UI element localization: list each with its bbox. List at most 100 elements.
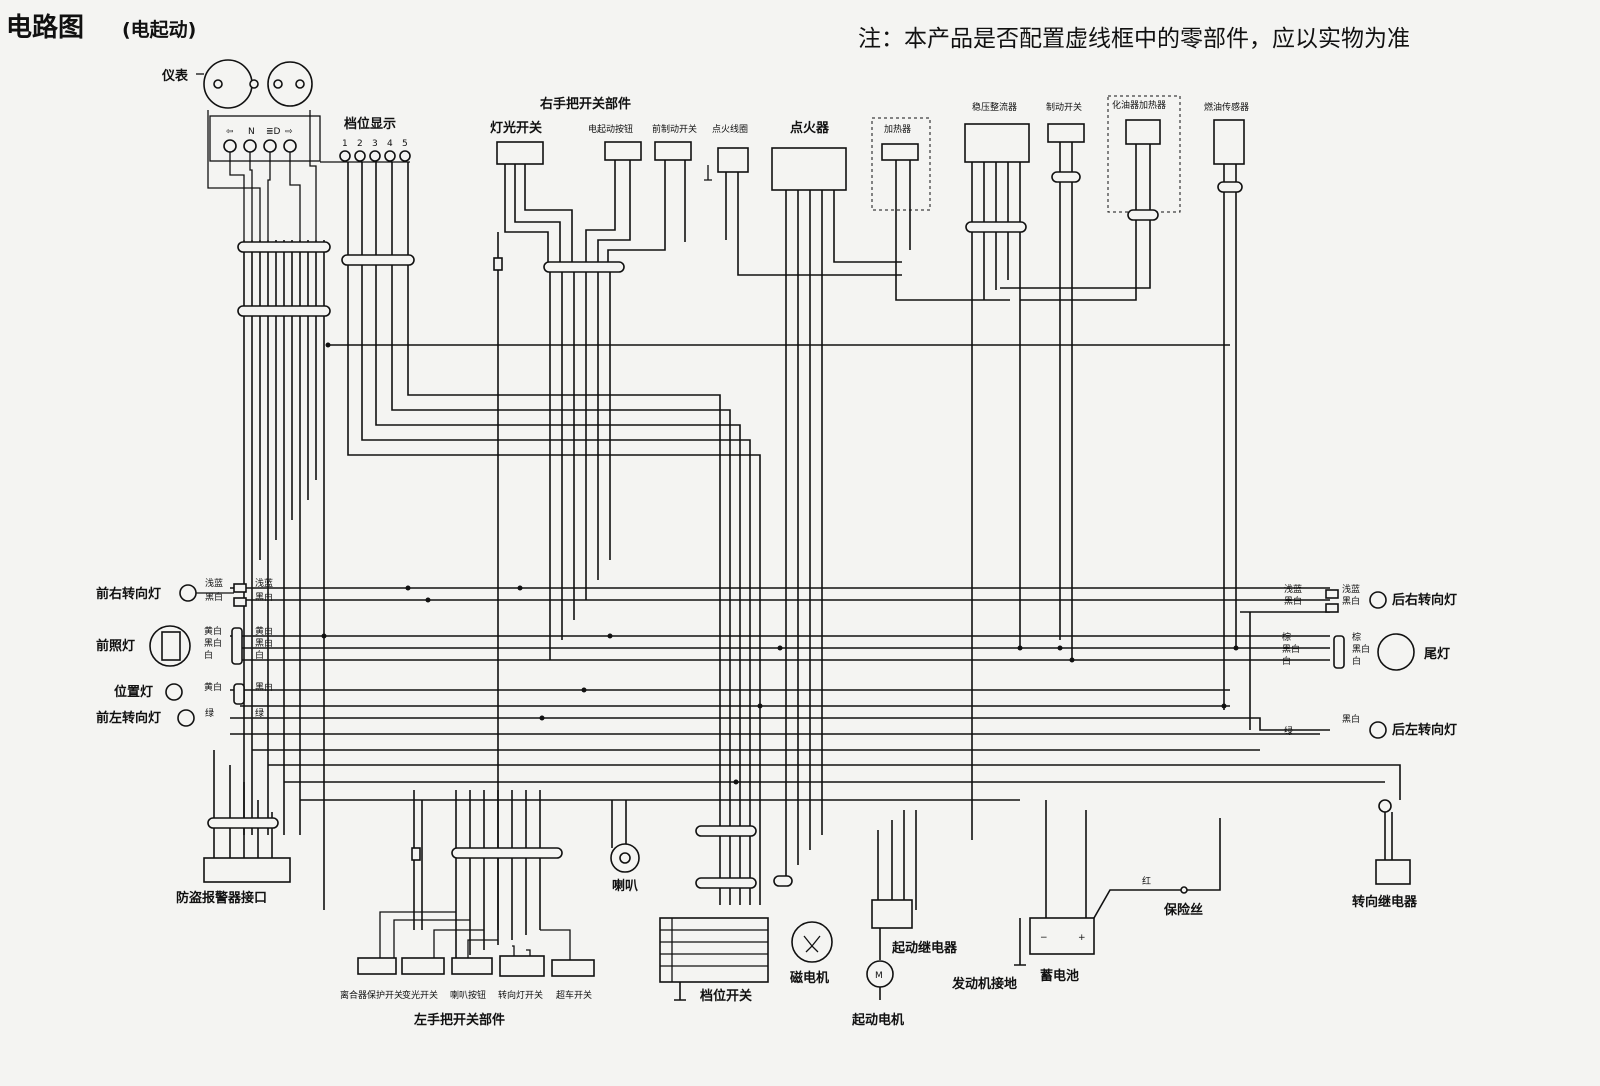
svg-text:黑白: 黑白 [1282, 643, 1300, 655]
start-relay [871, 899, 913, 929]
svg-text:黑白: 黑白 [1284, 595, 1302, 607]
junction-dots [321, 342, 1239, 785]
horn-button [451, 957, 493, 975]
left-handle-label: 左手把开关部件 [414, 1012, 505, 1028]
svg-text:⇨: ⇨ [285, 127, 293, 137]
svg-text:≣D: ≣D [266, 127, 281, 137]
diagram-subtitle: (电起动) [122, 18, 196, 41]
battery-label: 蓄电池 [1040, 968, 1079, 984]
carb-heater-label: 化油器加热器 [1112, 99, 1166, 111]
horizontal-wires [230, 344, 1401, 801]
svg-text:N: N [248, 127, 255, 137]
svg-text:M: M [875, 971, 883, 981]
tachometer-gauge [267, 61, 313, 107]
start-system: 起动继电器 M 起动电机 [851, 810, 958, 1028]
svg-text:1: 1 [342, 139, 348, 149]
svg-text:白: 白 [1352, 655, 1361, 667]
fuel-sensor-label: 燃油传感器 [1204, 101, 1249, 113]
rear-right-turn-label: 后右转向灯 [1392, 592, 1457, 608]
left-handle-switch-group: 离合器保护开关 变光开关 喇叭按钮 转向灯开关 超车开关 左手把开关部件 [340, 790, 595, 1028]
svg-text:黑白: 黑白 [255, 591, 273, 603]
svg-text:黑白: 黑白 [255, 681, 273, 693]
right-handle-switch-group: 右手把开关部件 灯光开关 电起动按钮 前制动开关 点火线圈 [490, 96, 902, 930]
heater-label: 加热器 [884, 123, 911, 135]
alarm-port-label: 防盗报警器接口 [176, 890, 267, 906]
svg-text:绿: 绿 [1284, 725, 1293, 737]
turn-relay [1375, 859, 1411, 885]
gear-switch-label: 档位开关 [700, 988, 752, 1004]
start-relay-label: 起动继电器 [891, 940, 958, 956]
igniter: 点火器 [771, 120, 902, 880]
svg-text:黑白: 黑白 [204, 637, 222, 649]
ignition-coil-label: 点火线圈 [712, 123, 748, 135]
headlight-label: 前照灯 [96, 638, 135, 654]
front-left-turn-lamp [177, 709, 195, 727]
tail-light-lamp [1377, 633, 1415, 671]
svg-text:黄白: 黄白 [204, 625, 222, 637]
heater-dashed-frame [871, 117, 931, 211]
svg-text:红: 红 [1142, 875, 1151, 887]
tail-light-label: 尾灯 [1424, 646, 1450, 662]
svg-text:浅蓝: 浅蓝 [1342, 583, 1360, 595]
magneto-label: 磁电机 [790, 970, 829, 986]
front-lights: 前右转向灯 浅蓝 黑白 浅蓝 黑白 前照灯 黄白 黑白 白 黄白 黑白 白 位置… [96, 577, 273, 727]
light-switch [496, 141, 544, 165]
svg-text:+: + [1078, 933, 1086, 943]
bundle-clamp-2 [237, 305, 331, 317]
alarm-port: 防盗报警器接口 [176, 750, 291, 906]
rear-left-turn-label: 后左转向灯 [1392, 722, 1457, 738]
svg-text:黄白: 黄白 [255, 625, 273, 637]
diagram-title: 电路图 [6, 12, 84, 43]
front-right-turn-lamp [179, 584, 197, 602]
meter-label: 仪表 [161, 68, 189, 84]
svg-text:喇叭按钮: 喇叭按钮 [450, 989, 486, 1001]
svg-text:棕: 棕 [1282, 631, 1291, 643]
brake-switch [1047, 123, 1085, 143]
position-light-label: 位置灯 [114, 684, 153, 700]
speedometer-gauge [203, 59, 253, 109]
svg-text:5: 5 [402, 139, 408, 149]
svg-text:黄白: 黄白 [204, 681, 222, 693]
battery [1029, 917, 1095, 955]
gear-switch [659, 917, 769, 983]
front-brake-switch [654, 141, 692, 161]
horn-label: 喇叭 [612, 878, 638, 894]
regulator [964, 123, 1030, 163]
svg-text:4: 4 [387, 139, 393, 149]
svg-text:浅蓝: 浅蓝 [255, 577, 273, 589]
svg-text:3: 3 [372, 139, 378, 149]
heater-group: 加热器 [871, 117, 1010, 301]
heater [881, 143, 919, 161]
engine-ground-label: 发动机接地 [951, 976, 1017, 992]
svg-text:黑白: 黑白 [1342, 595, 1360, 607]
turn-signal-switch [499, 955, 545, 977]
svg-text:黑白: 黑白 [205, 591, 223, 603]
rear-lights: 后右转向灯 浅蓝 黑白 浅蓝 黑白 尾灯 棕 黑白 白 棕 黑白 白 后左转向灯… [1282, 583, 1457, 739]
rear-right-turn-lamp [1369, 591, 1387, 609]
carb-heater [1125, 119, 1161, 145]
right-handle-label: 右手把开关部件 [539, 96, 631, 112]
svg-text:⇦: ⇦ [226, 127, 234, 137]
svg-text:绿: 绿 [255, 707, 264, 719]
svg-text:2: 2 [357, 139, 363, 149]
right-upper-components: 稳压整流器 制动开关 化油器加热器 燃油传感器 [964, 95, 1249, 840]
svg-text:黑白: 黑白 [1342, 713, 1360, 725]
config-note: 注：本产品是否配置虚线框中的零部件，应以实物为准 [858, 26, 1410, 52]
svg-text:黑白: 黑白 [255, 637, 273, 649]
gear-display: 档位显示 1 2 3 4 5 [320, 116, 761, 905]
magneto-group: 磁电机 [773, 875, 833, 986]
clutch-protect-switch [357, 957, 397, 975]
horn-group: 喇叭 [610, 800, 640, 894]
svg-text:绿: 绿 [205, 707, 214, 719]
alarm-port-box [203, 857, 291, 883]
ignition-coil [717, 147, 749, 173]
front-right-turn-label: 前右转向灯 [96, 586, 161, 602]
bundle-clamp-1 [237, 241, 331, 253]
igniter-label: 点火器 [790, 120, 830, 136]
front-left-turn-label: 前左转向灯 [96, 710, 161, 726]
svg-text:转向灯开关: 转向灯开关 [498, 989, 543, 1001]
start-motor-label: 起动电机 [851, 1012, 904, 1028]
light-switch-label: 灯光开关 [490, 120, 542, 136]
svg-text:白: 白 [255, 649, 264, 661]
